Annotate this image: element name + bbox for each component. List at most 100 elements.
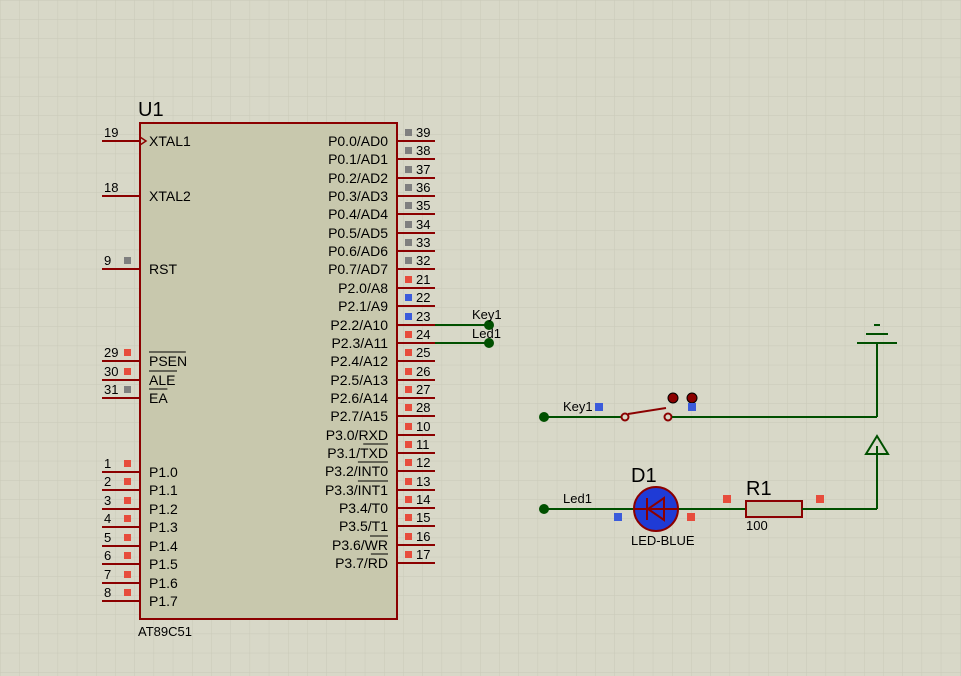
led-circuit[interactable]: Led1 D1 LED-BLUE R1 100 xyxy=(539,434,890,548)
pin-number: 24 xyxy=(416,327,430,342)
pin-marker xyxy=(405,294,412,301)
pin-number: 18 xyxy=(104,180,118,195)
pin-marker-switch-right xyxy=(688,403,696,411)
pin-number: 35 xyxy=(416,198,430,213)
pin-label: P2.5/A13 xyxy=(330,372,388,388)
chip-left-pin[interactable]: 7P1.6 xyxy=(102,567,178,591)
pin-marker xyxy=(124,497,131,504)
chip-left-pin[interactable]: 8P1.7 xyxy=(102,585,178,609)
pin-marker xyxy=(124,386,131,393)
chip-left-pin[interactable]: 3P1.2 xyxy=(102,493,178,517)
pin-label: P3.4/T0 xyxy=(339,500,388,516)
chip-body[interactable] xyxy=(139,122,398,620)
pin-number: 33 xyxy=(416,235,430,250)
pin-marker xyxy=(405,202,412,209)
pin-marker xyxy=(405,239,412,246)
pin-marker xyxy=(405,459,412,466)
chip-left-pin[interactable]: 2P1.1 xyxy=(102,474,178,498)
pin-number: 6 xyxy=(104,548,111,563)
chip-u1[interactable]: U1 AT89C51 19XTAL118XTAL29RST29PSEN30ALE… xyxy=(102,99,435,639)
pin-marker xyxy=(405,368,412,375)
net-label-key1-chip[interactable]: Key1 xyxy=(472,307,502,322)
chip-left-pin[interactable]: 5P1.4 xyxy=(102,530,178,554)
pin-label: P2.1/A9 xyxy=(338,298,388,314)
pin-marker xyxy=(405,533,412,540)
switch-actuator-icon[interactable] xyxy=(667,392,679,404)
power-arrow-icon xyxy=(864,434,890,455)
pin-number: 5 xyxy=(104,530,111,545)
pin-number: 8 xyxy=(104,585,111,600)
switch-circuit[interactable]: Key1 xyxy=(539,324,897,422)
pin-marker xyxy=(405,404,412,411)
pin-marker xyxy=(405,276,412,283)
chip-left-pin[interactable]: 4P1.3 xyxy=(102,511,178,535)
net-label-led1-chip[interactable]: Led1 xyxy=(472,326,501,341)
pin-label: P2.0/A8 xyxy=(338,280,388,296)
pin-marker xyxy=(405,166,412,173)
net-label-key1-switch[interactable]: Key1 xyxy=(563,399,593,414)
pin-marker xyxy=(124,589,131,596)
resistor-body[interactable] xyxy=(745,500,803,518)
switch-contact-left xyxy=(620,412,630,422)
pin-number: 15 xyxy=(416,510,430,525)
pin-marker xyxy=(405,349,412,356)
pin-marker xyxy=(405,257,412,264)
pin-marker xyxy=(405,551,412,558)
pin-number: 26 xyxy=(416,364,430,379)
pin-marker xyxy=(124,368,131,375)
chip-left-pin[interactable]: 1P1.0 xyxy=(102,456,178,480)
net-label-led1-led[interactable]: Led1 xyxy=(563,491,592,506)
pin-label: P1.4 xyxy=(149,538,178,554)
chip-part: AT89C51 xyxy=(138,624,192,639)
pin-number: 2 xyxy=(104,474,111,489)
pin-number: 38 xyxy=(416,143,430,158)
chip-left-pin[interactable]: 6P1.5 xyxy=(102,548,178,572)
switch-blade[interactable] xyxy=(627,407,667,415)
pin-marker xyxy=(124,349,131,356)
pin-number: 36 xyxy=(416,180,430,195)
pin-marker xyxy=(405,478,412,485)
pin-label: P3.6/WR xyxy=(332,537,388,553)
pin-number: 29 xyxy=(104,345,118,360)
pin-label: P3.2/INT0 xyxy=(325,463,388,479)
switch-actuator-icon[interactable] xyxy=(686,392,698,404)
pin-label: P3.7/RD xyxy=(335,555,388,571)
led-triangle-icon xyxy=(646,496,665,522)
pin-label: P3.0/RXD xyxy=(326,427,388,443)
pin-marker xyxy=(124,478,131,485)
pin-number: 4 xyxy=(104,511,111,526)
pin-marker xyxy=(405,441,412,448)
pin-label: P0.2/AD2 xyxy=(328,170,388,186)
